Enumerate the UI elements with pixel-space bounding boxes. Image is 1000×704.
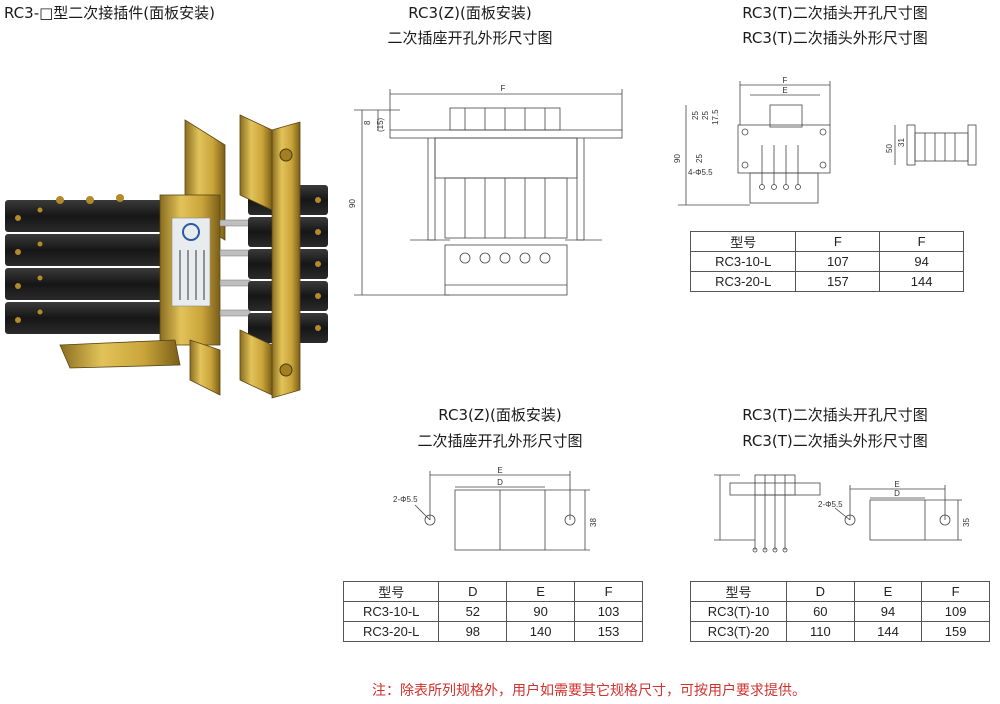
table-cell: 98 [438,621,508,642]
table-cell: F [795,231,881,252]
table-cell: RC3-20-L [689,271,797,292]
tm-drawing: F 8 (15) 90 [348,84,623,296]
tr-dim-25a: 25 [691,111,700,120]
table-cell: RC3-10-L [342,601,440,622]
table-header-row: 型号 F F [689,231,964,252]
table-cell: 103 [574,601,643,622]
tr-dim-90: 90 [673,154,682,163]
table-cell: 159 [921,621,990,642]
tr-dim-25c: 25 [695,154,704,163]
table-header-row: 型号 D E F [690,581,990,602]
br-dim-D: D [894,489,900,498]
main-title: RC3-□型二次接插件(面板安装) [4,4,215,22]
bm-hole-label: 2-Φ5.5 [393,495,418,504]
footer-note: 注：除表所列规格外，用户如需要其它规格尺寸，可按用户要求提供。 [372,683,806,699]
tm-title-2: 二次插座开孔外形尺寸图 [387,29,553,47]
product-photo [5,114,328,399]
table-cell: F [879,231,964,252]
tm-title-1: RC3(Z)(面板安装) [408,4,532,22]
bm-dim-38: 38 [589,518,598,527]
tr-dim-25b: 25 [701,111,710,120]
table-cell: F [574,581,643,602]
bm-drawing: E D 2-Φ5.5 38 [393,466,598,551]
table-row: RC3(T)-20 110 144 159 [690,621,990,642]
bm-title-1: RC3(Z)(面板安装) [438,406,562,424]
table-row: RC3(T)-10 60 94 109 [690,601,990,622]
table-cell: 140 [506,621,576,642]
table-cell: 90 [506,601,576,622]
table-cell: RC3(T)-20 [690,621,787,642]
table-cell: 153 [574,621,643,642]
br-spec-table: 型号 D E F RC3(T)-10 60 94 109 RC3(T)-20 1… [690,581,990,642]
tr-hole-label: 4-Φ5.5 [688,168,713,177]
table-cell: D [786,581,855,602]
table-cell: 94 [853,601,923,622]
tr-dim-175: 17.5 [711,109,720,125]
tr-dim-E: E [782,86,787,95]
tm-dim-15: (15) [376,117,385,132]
table-cell: 110 [786,621,855,642]
br-dim-E: E [894,480,899,489]
table-cell: F [921,581,990,602]
br-title-2: RC3(T)二次插头外形尺寸图 [742,432,928,450]
table-cell: 144 [853,621,923,642]
br-hole-label: 2-Φ5.5 [818,500,843,509]
bm-spec-table: 型号 D E F RC3-10-L 52 90 103 RC3-20-L 98 … [342,581,643,642]
table-cell: 107 [795,251,881,272]
table-cell: 144 [879,271,964,292]
tr-drawing: F E 25 25 17.5 25 90 4-Φ5.5 50 31 [673,76,977,206]
table-cell: 60 [786,601,855,622]
br-title-1: RC3(T)二次插头开孔尺寸图 [742,406,928,424]
table-cell: RC3-10-L [689,251,797,272]
table-row: RC3-10-L 52 90 103 [342,601,643,622]
table-cell: 型号 [342,581,440,602]
tr-spec-table: 型号 F F RC3-10-L 107 94 RC3-20-L 157 144 [689,231,964,292]
tr-dim-31: 31 [897,138,906,147]
table-cell: 型号 [689,231,797,252]
table-row: RC3-20-L 98 140 153 [342,621,643,642]
table-cell: E [506,581,576,602]
bm-dim-D: D [497,478,503,487]
br-dim-35: 35 [962,518,971,527]
table-header-row: 型号 D E F [342,581,643,602]
table-row: RC3-20-L 157 144 [689,271,964,292]
tm-dim-F: F [501,84,506,93]
bm-dim-E: E [497,466,502,475]
bm-title-2: 二次插座开孔外形尺寸图 [417,432,583,450]
table-cell: 157 [795,271,881,292]
table-cell: RC3-20-L [342,621,440,642]
tr-dim-F: F [783,76,788,85]
table-cell: D [438,581,508,602]
table-cell: 94 [879,251,964,272]
tm-dim-90: 90 [348,199,357,208]
table-cell: 型号 [690,581,787,602]
table-cell: RC3(T)-10 [690,601,787,622]
tm-dim-8: 8 [363,120,372,125]
table-cell: 52 [438,601,508,622]
br-drawing: E D 2-Φ5.5 35 [714,474,971,553]
table-cell: E [853,581,923,602]
tr-title-2: RC3(T)二次插头外形尺寸图 [742,29,928,47]
table-row: RC3-10-L 107 94 [689,251,964,272]
table-cell: 109 [921,601,990,622]
tr-title-1: RC3(T)二次插头开孔尺寸图 [742,4,928,22]
tr-dim-50: 50 [885,144,894,153]
